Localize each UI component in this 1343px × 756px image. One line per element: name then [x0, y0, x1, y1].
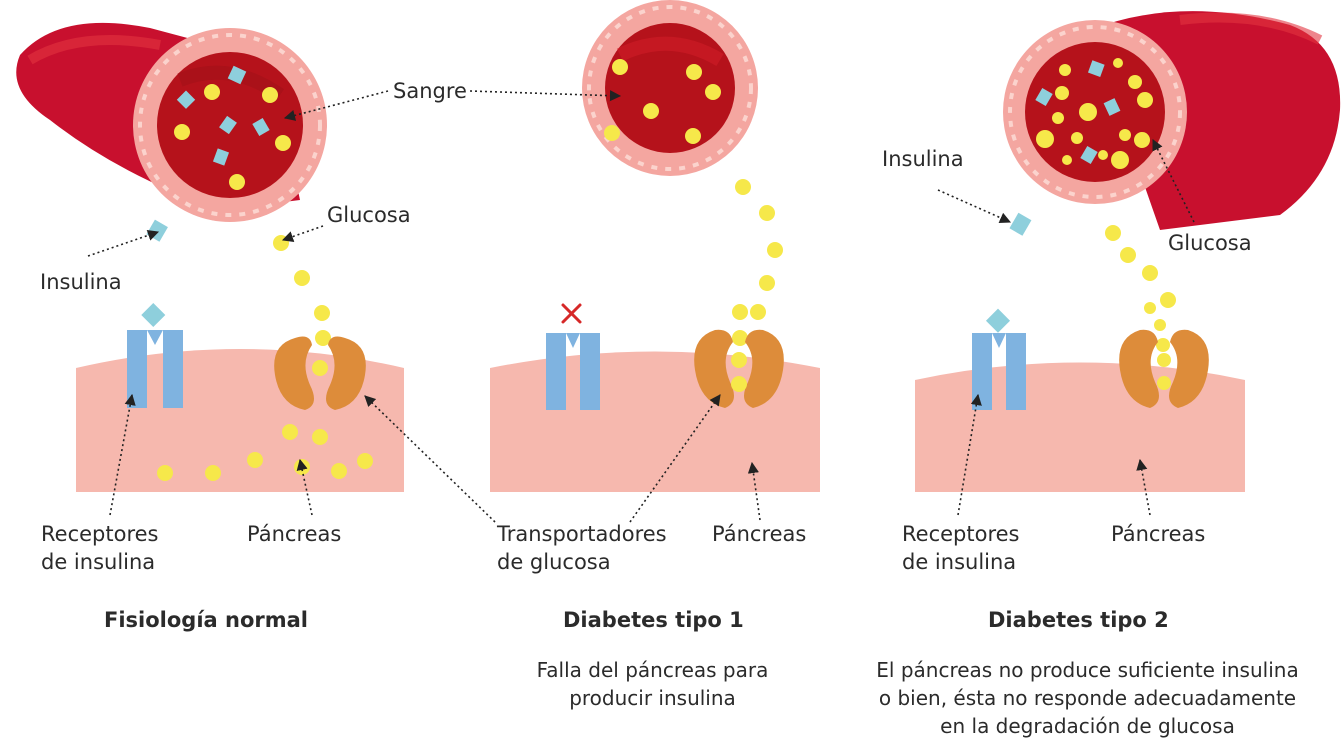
title-type2: Diabetes tipo 2 — [988, 608, 1169, 632]
insulina-label-left: Insulina — [40, 270, 122, 294]
no-insulin-x-icon — [561, 303, 582, 324]
receptores-left-line1: Receptores — [41, 522, 159, 546]
caption-type1-line2: producir insulina — [569, 686, 736, 710]
glucose-molecules-blood — [174, 84, 291, 190]
caption-type2: El páncreas no produce suficiente insuli… — [835, 656, 1340, 740]
glucose-stream-type1 — [732, 179, 783, 346]
insulin-molecules-blood — [176, 65, 270, 166]
insulina-label-right: Insulina — [882, 147, 964, 171]
cell-normal — [76, 349, 404, 492]
caption-type2-line3: en la degradación de glucosa — [940, 714, 1235, 738]
caption-type2-line1: El páncreas no produce suficiente insuli… — [876, 658, 1299, 682]
caption-type1: Falla del páncreas para producir insulin… — [480, 656, 825, 712]
insulin-molecules-blood-type2 — [1035, 60, 1121, 165]
transportadores-line2: de glucosa — [497, 550, 611, 574]
blood-vessel-type1 — [582, 0, 758, 176]
receptores-left-line2: de insulina — [41, 550, 156, 574]
caption-type2-line2: o bien, ésta no responde adecuadamente — [878, 686, 1297, 710]
glucose-stream-normal — [273, 235, 331, 346]
glucosa-label-left: Glucosa — [327, 203, 411, 227]
glucosa-label-right: Glucosa — [1168, 231, 1252, 255]
blood-vessel-normal — [16, 22, 327, 222]
glucose-transporter-type2 — [1119, 329, 1209, 408]
pancreas-label-left: Páncreas — [247, 522, 342, 546]
caption-type1-line1: Falla del páncreas para — [536, 658, 769, 682]
glucose-transporter-normal — [274, 336, 366, 410]
receptores-right-line1: Receptores — [902, 522, 1020, 546]
insulin-molecule-type2 — [1009, 212, 1032, 236]
pancreas-label-mid: Páncreas — [712, 522, 807, 546]
transportadores-label: Transportadores de glucosa — [497, 520, 667, 576]
blood-vessel-type2 — [1003, 11, 1341, 231]
leader-lines — [87, 90, 1195, 523]
insulin-receptor-type1 — [546, 333, 600, 410]
sangre-label: Sangre — [393, 79, 467, 103]
insulin-receptor-normal — [127, 302, 183, 408]
transportadores-line1: Transportadores — [497, 522, 667, 546]
pancreas-label-right: Páncreas — [1111, 522, 1206, 546]
receptores-label-left: Receptores de insulina — [41, 520, 158, 576]
title-normal: Fisiología normal — [104, 608, 308, 632]
glucose-transporter-type1 — [694, 329, 784, 408]
glucose-molecules-blood-type2 — [1036, 58, 1153, 169]
cell-type2 — [915, 362, 1245, 492]
receptores-label-right: Receptores de insulina — [902, 520, 1019, 576]
glucose-molecules-blood-type1 — [604, 59, 721, 144]
insulin-molecule — [146, 219, 168, 242]
title-type1: Diabetes tipo 1 — [563, 608, 744, 632]
receptores-right-line2: de insulina — [902, 550, 1017, 574]
glucose-stream-type2 — [1105, 225, 1176, 352]
